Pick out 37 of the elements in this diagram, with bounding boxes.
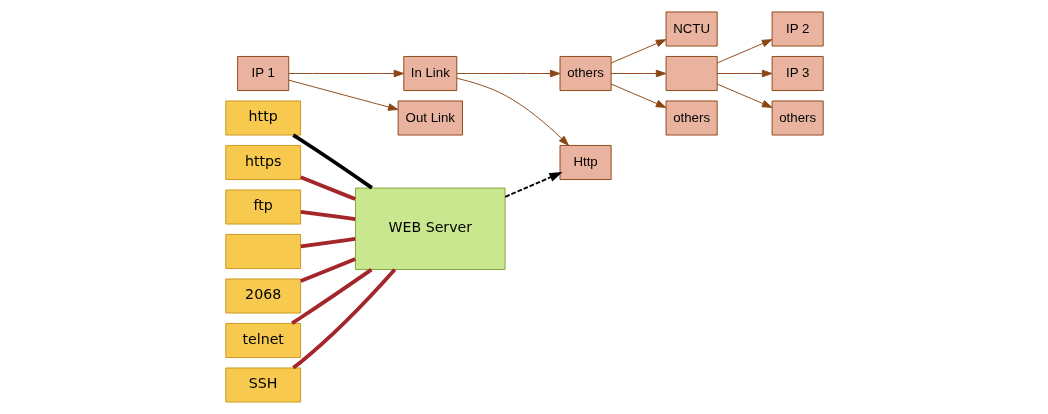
connector [300,209,355,221]
connector [300,237,355,249]
node-box: SSH [224,367,301,403]
arrow [610,39,666,64]
connector [299,257,356,283]
node-box: others [559,56,612,91]
node-box: http [224,100,301,136]
arrow [287,69,404,78]
node-box: others [665,100,718,136]
arrow [455,69,560,78]
node-box: ftp [224,189,301,225]
arrow [716,83,772,108]
node-box: others [771,100,824,136]
arrow [503,172,563,198]
node-box: WEB Server [354,187,506,270]
node-box [224,234,301,269]
node-box: IP 2 [771,11,824,47]
arrow [716,69,772,78]
connector [299,175,356,201]
node-box: Http [559,145,612,180]
node-box: In Link [402,56,457,91]
node-box: NCTU [665,11,718,47]
connector [290,268,372,325]
arrow [287,79,398,111]
node-box: telnet [224,323,301,358]
arrow [610,83,666,108]
arrow [610,69,666,78]
node-box: IP 3 [771,56,824,91]
node-box [665,56,718,91]
arrow [716,39,772,64]
connector [291,268,396,370]
node-box: IP 1 [236,56,289,91]
connector [291,133,373,190]
arrow [455,77,569,146]
node-box: https [224,145,301,180]
node-box: Out Link [397,100,463,136]
node-box: 2068 [224,278,301,314]
